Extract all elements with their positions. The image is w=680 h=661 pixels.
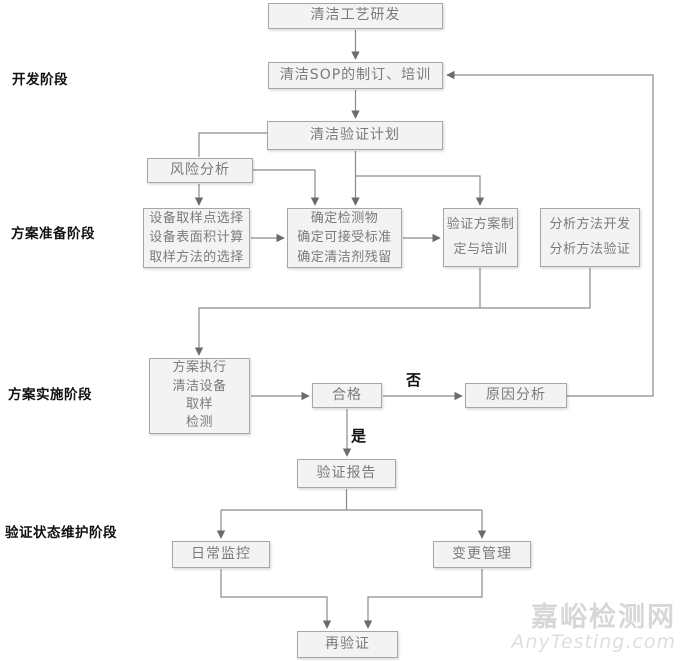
- node-cleaning-process-rd: 清洁工艺研发: [268, 3, 443, 29]
- node-risk-analysis: 风险分析: [147, 158, 253, 183]
- watermark-url-text: AnyTesting.com: [511, 631, 676, 654]
- node-sampling-selection: 设备取样点选择 设备表面积计算 取样方法的选择: [143, 208, 250, 268]
- node-protocol-execution: 方案执行 清洁设备 取样 检测: [149, 358, 250, 434]
- node-pass-decision: 合格: [312, 383, 382, 408]
- node-cause-analysis: 原因分析: [465, 383, 567, 408]
- node-validation-plan: 清洁验证计划: [267, 121, 443, 150]
- node-revalidation: 再验证: [297, 631, 398, 658]
- node-analytical-method: 分析方法开发 分析方法验证: [540, 208, 640, 267]
- stage-label-protocol-preparation: 方案准备阶段: [11, 226, 95, 242]
- watermark: 嘉峪检测网 AnyTesting.com: [511, 601, 676, 654]
- watermark-brand-text: 嘉峪检测网: [531, 601, 676, 633]
- node-determine-criteria: 确定检测物 确定可接受标准 确定清洁剂残留: [287, 208, 402, 268]
- stage-label-validated-state-maintenance: 验证状态维护阶段: [5, 525, 117, 541]
- node-change-management: 变更管理: [433, 541, 531, 568]
- stage-label-development: 开发阶段: [12, 72, 68, 88]
- node-routine-monitoring: 日常监控: [172, 541, 270, 568]
- decision-label-yes: 是: [351, 427, 367, 445]
- node-validation-report: 验证报告: [297, 459, 396, 488]
- node-protocol-drafting-training: 验证方案制 定与培训: [443, 208, 518, 267]
- stage-label-protocol-execution: 方案实施阶段: [8, 387, 92, 403]
- decision-label-no: 否: [406, 371, 422, 389]
- node-sop-training: 清洁SOP的制订、培训: [268, 62, 443, 89]
